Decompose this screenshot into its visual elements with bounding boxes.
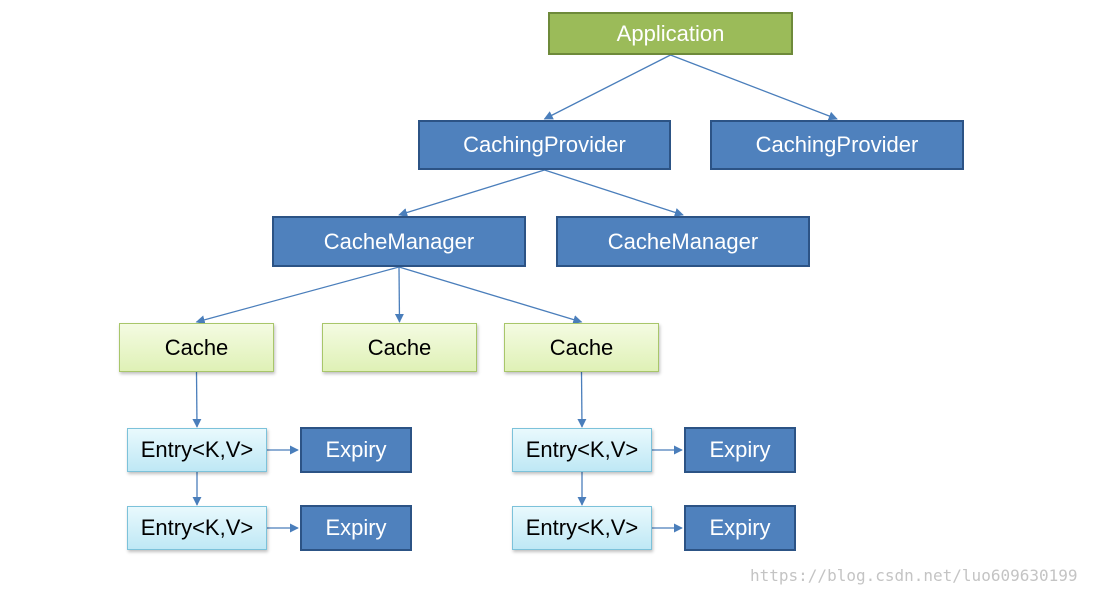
- edge-caching_provider_1-to-cache_manager_2: [544, 169, 684, 217]
- edge-cache_manager_1-to-cache_3: [398, 266, 583, 324]
- node-label: CachingProvider: [463, 132, 626, 157]
- cache-node-1: Cache: [119, 323, 274, 372]
- expiry-node-4: Expiry: [684, 505, 796, 551]
- node-label: Expiry: [709, 437, 771, 462]
- entry-node-4: Entry<K,V>: [512, 506, 652, 550]
- node-label: Entry<K,V>: [525, 437, 639, 462]
- cache-manager-node-2: CacheManager: [556, 216, 810, 267]
- edge-application-to-caching_provider_1: [543, 54, 671, 120]
- node-label: CacheManager: [323, 228, 475, 254]
- edge-cache_1-to-entry_1: [192, 371, 202, 428]
- entry-node-1: Entry<K,V>: [127, 428, 267, 472]
- node-label: Application: [616, 20, 725, 46]
- edge-caching_provider_1-to-cache_manager_1: [398, 169, 545, 217]
- edge-cache_manager_1-to-cache_2: [394, 266, 404, 323]
- node-label: CachingProvider: [755, 132, 919, 157]
- entry-node-3: Entry<K,V>: [512, 428, 652, 472]
- cache-node-3: Cache: [504, 323, 659, 372]
- node-label: Cache: [164, 334, 229, 360]
- node-label: Cache: [549, 334, 614, 360]
- node-label: Expiry: [325, 437, 387, 462]
- node-label: Cache: [367, 334, 432, 360]
- application-node: Application: [548, 12, 793, 55]
- node-label: Entry<K,V>: [140, 515, 254, 540]
- node-label: Entry<K,V>: [140, 437, 254, 462]
- cache-node-2: Cache: [322, 323, 477, 372]
- expiry-node-2: Expiry: [300, 505, 412, 551]
- edge-application-to-caching_provider_2: [670, 54, 838, 121]
- cache-manager-node-1: CacheManager: [272, 216, 526, 267]
- expiry-node-1: Expiry: [300, 427, 412, 473]
- caching-provider-node-2: CachingProvider: [710, 120, 964, 170]
- node-label: Expiry: [709, 515, 771, 540]
- node-label: Expiry: [325, 515, 387, 540]
- edge-cache_manager_1-to-cache_1: [195, 266, 400, 325]
- expiry-node-3: Expiry: [684, 427, 796, 473]
- watermark-text: https://blog.csdn.net/luo609630199: [750, 566, 1078, 585]
- edge-cache_3-to-entry_3: [577, 371, 587, 428]
- caching-provider-node-1: CachingProvider: [418, 120, 671, 170]
- entry-node-2: Entry<K,V>: [127, 506, 267, 550]
- node-label: Entry<K,V>: [525, 515, 639, 540]
- node-label: CacheManager: [607, 228, 759, 254]
